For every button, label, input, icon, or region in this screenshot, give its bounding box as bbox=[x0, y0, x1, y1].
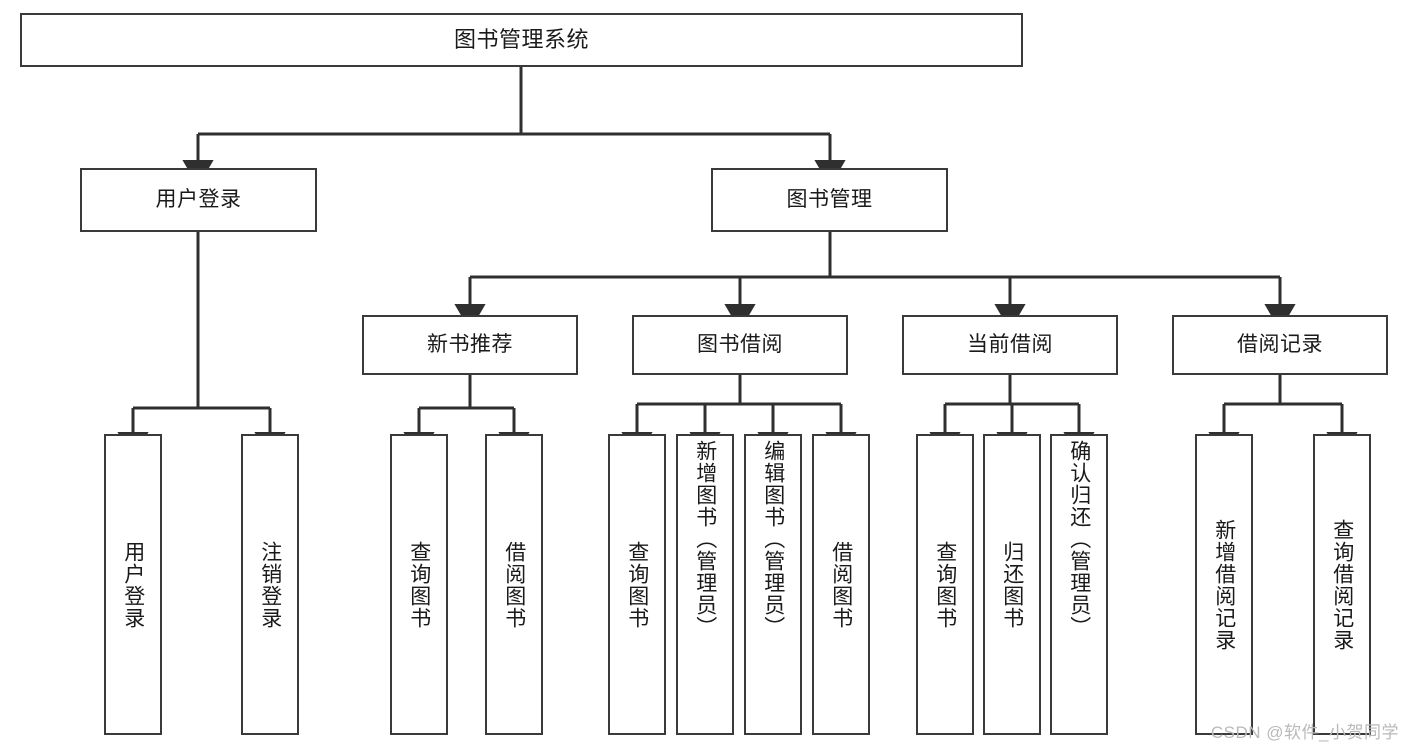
node-label: 查询借阅记录 bbox=[1330, 518, 1354, 651]
node-book-management[interactable]: 图书管理 bbox=[711, 168, 948, 232]
node-label: 图书管理 bbox=[786, 187, 873, 211]
csdn-watermark: CSDN @软件_小贺同学 bbox=[1210, 723, 1399, 742]
node-book-borrow[interactable]: 图书借阅 bbox=[632, 315, 848, 375]
node-label: 图书管理系统 bbox=[453, 27, 589, 53]
node-root-book-management-system[interactable]: 图书管理系统 bbox=[20, 13, 1023, 67]
node-borrow-record[interactable]: 借阅记录 bbox=[1172, 315, 1388, 375]
leaf-query-borrow-record[interactable]: 查询借阅记录 bbox=[1313, 434, 1371, 735]
node-label: 用户登录 bbox=[121, 540, 145, 629]
leaf-borrow-book[interactable]: 借阅图书 bbox=[812, 434, 870, 735]
node-label: 借阅记录 bbox=[1237, 332, 1323, 356]
leaf-query-book-current[interactable]: 查询图书 bbox=[916, 434, 974, 735]
node-label: 借阅图书 bbox=[829, 540, 853, 629]
node-label: 新增借阅记录 bbox=[1212, 518, 1236, 651]
node-label: 用户登录 bbox=[155, 187, 242, 211]
node-label: 图书借阅 bbox=[697, 332, 783, 356]
leaf-add-borrow-record[interactable]: 新增借阅记录 bbox=[1195, 434, 1253, 735]
leaf-edit-book-admin[interactable]: 编辑图书（管理员） bbox=[744, 434, 802, 735]
node-label: 查询图书 bbox=[407, 540, 431, 629]
leaf-user-login[interactable]: 用户登录 bbox=[104, 434, 162, 735]
leaf-logout-login[interactable]: 注销登录 bbox=[241, 434, 299, 735]
node-label: 编辑图书（管理员） bbox=[761, 440, 785, 638]
node-label: 当前借阅 bbox=[967, 332, 1053, 356]
node-label: 新书推荐 bbox=[427, 332, 513, 356]
leaf-return-book[interactable]: 归还图书 bbox=[983, 434, 1041, 735]
node-label: 归还图书 bbox=[1000, 540, 1024, 629]
node-label: 借阅图书 bbox=[502, 540, 526, 629]
leaf-confirm-return-admin[interactable]: 确认归还（管理员） bbox=[1050, 434, 1108, 735]
leaf-add-book-admin[interactable]: 新增图书（管理员） bbox=[676, 434, 734, 735]
leaf-query-book-recommendation[interactable]: 查询图书 bbox=[390, 434, 448, 735]
node-label: 注销登录 bbox=[258, 540, 282, 629]
node-user-login[interactable]: 用户登录 bbox=[80, 168, 317, 232]
leaf-borrow-book-recommendation[interactable]: 借阅图书 bbox=[485, 434, 543, 735]
node-current-borrow[interactable]: 当前借阅 bbox=[902, 315, 1118, 375]
node-label: 确认归还（管理员） bbox=[1067, 440, 1091, 638]
node-label: 查询图书 bbox=[625, 540, 649, 629]
leaf-query-book-borrow[interactable]: 查询图书 bbox=[608, 434, 666, 735]
node-new-book-recommendation[interactable]: 新书推荐 bbox=[362, 315, 578, 375]
node-label: 新增图书（管理员） bbox=[693, 440, 717, 638]
node-label: 查询图书 bbox=[933, 540, 957, 629]
